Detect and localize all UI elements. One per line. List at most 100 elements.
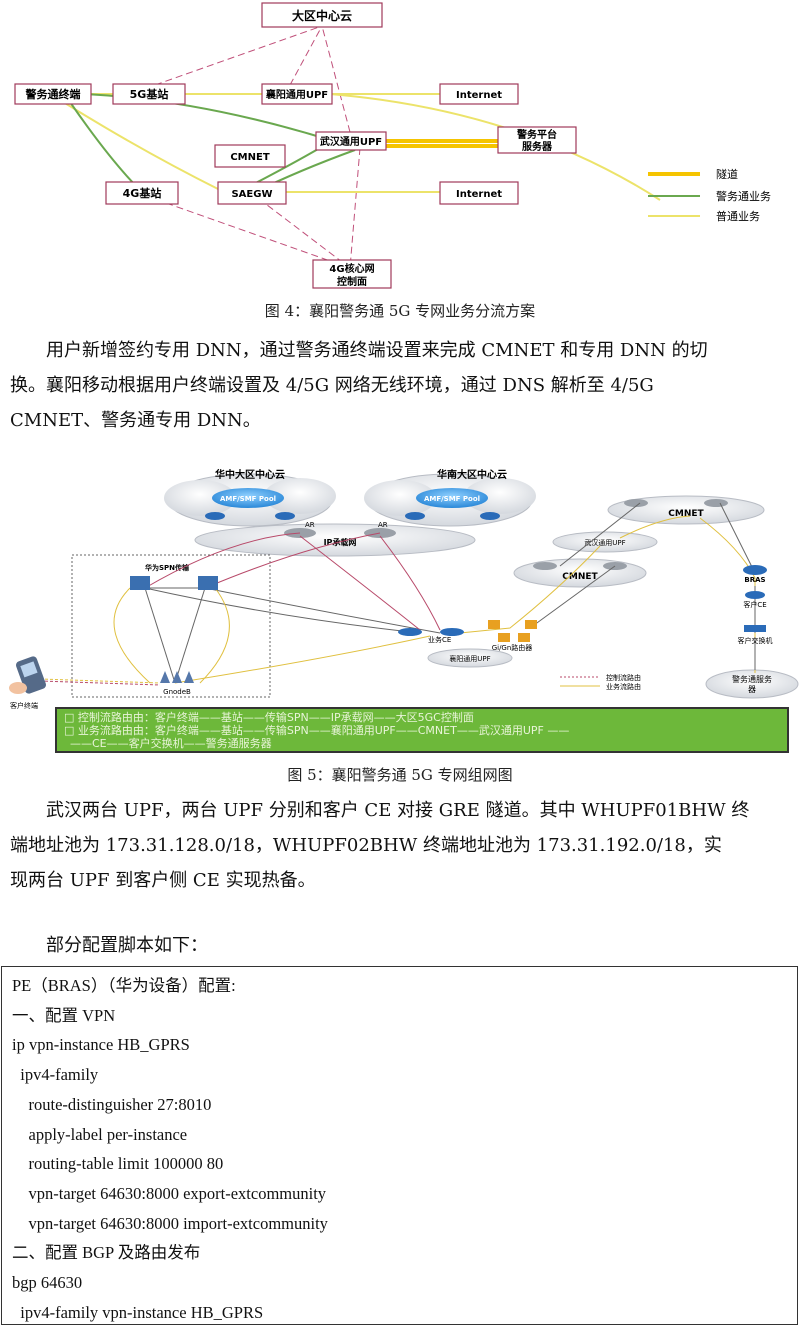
- svg-text:警务通服务: 警务通服务: [732, 674, 772, 684]
- svg-text:AR: AR: [305, 521, 315, 529]
- text-line: 武汉两台 UPF，两台 UPF 分别和客户 CE 对接 GRE 隧道。其中 WH…: [46, 800, 750, 821]
- phone-icon: [9, 656, 47, 694]
- node-wh-upf: 武汉通用UPF: [315, 131, 387, 151]
- terminal-label: 客户终端: [10, 701, 38, 710]
- svg-text:警务通终端: 警务通终端: [25, 87, 81, 101]
- bras-node: BRAS: [743, 565, 767, 584]
- svg-text:SAEGW: SAEGW: [231, 189, 272, 200]
- svg-text:业务CE: 业务CE: [428, 635, 451, 644]
- cloud-routers: [205, 512, 500, 520]
- svg-text:AMF/SMF Pool: AMF/SMF Pool: [424, 495, 480, 503]
- svg-text:4G核心网: 4G核心网: [329, 262, 374, 275]
- text-line: 端地址池为 173.31.128.0/18，WHUPF02BHW 终端地址池为 …: [10, 835, 722, 856]
- svg-text:襄阳通用UPF: 襄阳通用UPF: [265, 88, 328, 101]
- figure-4-legend: 隧道 警务通业务 普通业务: [648, 167, 771, 223]
- control-links: [134, 25, 361, 269]
- paragraph-upf: 武汉两台 UPF，两台 UPF 分别和客户 CE 对接 GRE 隧道。其中 WH…: [10, 793, 790, 898]
- svg-text:CMNET: CMNET: [230, 152, 269, 163]
- amf-pool-1: AMF/SMF Pool: [212, 488, 284, 508]
- code-line: vpn-target 64630:8000 import-extcommunit…: [12, 1213, 328, 1233]
- spn-area: [71, 554, 271, 698]
- node-4g-bs: 4G基站: [105, 181, 179, 205]
- svg-text:Internet: Internet: [456, 90, 502, 101]
- cloud-wh-upf: 武汉通用UPF: [552, 531, 658, 553]
- code-line: routing-table limit 100000 80: [12, 1154, 224, 1174]
- svg-text:隧道: 隧道: [716, 167, 738, 181]
- text-line: 换。襄阳移动根据用户终端设置及 4/5G 网络无线环境，通过 DNS 解析至 4…: [10, 375, 654, 396]
- config-script-box: PE（BRAS）（华为设备）配置: 一、配置 VPN ip vpn-instan…: [1, 966, 798, 1325]
- node-terminal: 警务通终端: [14, 83, 92, 105]
- node-xy-upf: 襄阳通用UPF: [261, 83, 333, 105]
- text-line: CMNET、警务通专用 DNN。: [10, 410, 261, 431]
- spn-label: 华为SPN传输: [145, 563, 190, 572]
- svg-text:AMF/SMF Pool: AMF/SMF Pool: [220, 495, 276, 503]
- svg-text:大区中心云: 大区中心云: [292, 8, 352, 23]
- svg-text:华中大区中心云: 华中大区中心云: [215, 468, 285, 481]
- node-4g-core: 4G核心网 控制面: [312, 259, 392, 289]
- figure-5-legend: 控制流路由 业务流路由: [560, 673, 641, 691]
- figure-4-diagram: 大区中心云 警务通终端 5G基站 襄阳通用UPF Internet CMNET …: [0, 0, 800, 296]
- text-line: 用户新增签约专用 DNN，通过警务通终端设置来完成 CMNET 和专用 DNN …: [46, 340, 708, 361]
- code-line: PE（BRAS）（华为设备）配置:: [12, 976, 236, 995]
- code-line: 一、配置 VPN: [12, 1005, 116, 1025]
- figure-4-caption: 图 4：襄阳警务通 5G 专网业务分流方案: [264, 302, 536, 320]
- cloud-cmnet-mid: CMNET: [513, 558, 647, 588]
- svg-text:——CE——客户交换机——警务通服务器: ——CE——客户交换机——警务通服务器: [70, 736, 272, 750]
- biz-ce-routers: 业务CE: [398, 628, 464, 644]
- node-5g-bs: 5G基站: [112, 83, 186, 105]
- svg-text:警务通业务: 警务通业务: [716, 189, 771, 203]
- figure-5-diagram: 华中大区中心云 华南大区中心云 AMF/SMF Pool AMF/SMF Poo…: [0, 458, 800, 758]
- cloud-xy-upf: 襄阳通用UPF: [427, 648, 513, 668]
- svg-text:4G基站: 4G基站: [123, 186, 162, 200]
- cloud-police-server: 警务通服务 器: [705, 669, 799, 699]
- route-banner: □ 控制流路由由：客户终端——基站——传输SPN——IP承载网——大区5GC控制…: [55, 707, 789, 753]
- code-line: route-distinguisher 27:8010: [12, 1094, 212, 1114]
- node-internet-1: Internet: [439, 83, 519, 105]
- figure-5-caption: 图 5：襄阳警务通 5G 专网组网图: [287, 766, 513, 784]
- code-line: ipv4-family vpn-instance HB_GPRS: [12, 1302, 264, 1322]
- code-line: ip vpn-instance HB_GPRS: [12, 1035, 190, 1055]
- svg-text:□ 控制流路由由：客户终端——基站——传输SPN——IP承: □ 控制流路由由：客户终端——基站——传输SPN——IP承载网——大区5GC控制…: [64, 710, 474, 724]
- svg-text:GnodeB: GnodeB: [163, 688, 191, 696]
- svg-text:服务器: 服务器: [522, 140, 553, 153]
- cloud-cmnet-top: CMNET: [607, 495, 765, 525]
- text-line: 现两台 UPF 到客户侧 CE 实现热备。: [10, 870, 316, 891]
- tunnel-link: [380, 139, 498, 148]
- code-line: apply-label per-instance: [12, 1124, 188, 1144]
- node-cmnet: CMNET: [214, 144, 286, 168]
- svg-text:武汉通用UPF: 武汉通用UPF: [584, 538, 625, 547]
- code-line: ipv4-family: [12, 1065, 99, 1085]
- node-saegw: SAEGW: [217, 181, 287, 205]
- svg-text:BRAS: BRAS: [744, 576, 765, 584]
- customer-switch-node: 客户交换机: [738, 625, 773, 645]
- svg-text:控制流路由: 控制流路由: [606, 673, 641, 682]
- gi-gn-router: Gi/Gn路由器: [488, 620, 537, 652]
- svg-text:5G基站: 5G基站: [130, 87, 169, 101]
- svg-text:器: 器: [748, 685, 756, 694]
- spn-routers: [130, 576, 218, 590]
- figure-5-links: [39, 502, 756, 686]
- svg-text:华南大区中心云: 华南大区中心云: [437, 468, 507, 481]
- customer-ce-node: 客户CE: [743, 591, 767, 609]
- svg-text:AR: AR: [378, 521, 388, 529]
- svg-text:客户CE: 客户CE: [743, 600, 766, 609]
- svg-text:CMNET: CMNET: [562, 572, 598, 582]
- node-internet-2: Internet: [439, 181, 519, 205]
- node-police-server: 警务平台 服务器: [497, 126, 577, 154]
- code-line: 二、配置 BGP 及路由发布: [12, 1243, 201, 1263]
- code-line: vpn-target 64630:8000 export-extcommunit…: [12, 1183, 327, 1203]
- gnodeb-node: GnodeB: [160, 671, 194, 696]
- svg-text:警务平台: 警务平台: [516, 128, 557, 141]
- svg-text:业务流路由: 业务流路由: [606, 682, 641, 691]
- node-dq-cloud: 大区中心云: [261, 2, 383, 28]
- svg-text:控制面: 控制面: [337, 275, 367, 288]
- svg-text:Internet: Internet: [456, 189, 502, 200]
- paragraph-config-intro: 部分配置脚本如下：: [46, 935, 208, 956]
- svg-text:□ 业务流路由由：客户终端——基站——传输SPN——襄阳通: □ 业务流路由由：客户终端——基站——传输SPN——襄阳通用UPF——CMNET…: [64, 723, 569, 737]
- paragraph-dnn: 用户新增签约专用 DNN，通过警务通终端设置来完成 CMNET 和专用 DNN …: [10, 333, 790, 438]
- svg-text:Gi/Gn路由器: Gi/Gn路由器: [492, 643, 533, 652]
- amf-pool-2: AMF/SMF Pool: [416, 488, 488, 508]
- cloud-ip-network: AR AR IP承载网: [194, 521, 476, 557]
- code-line: bgp 64630: [12, 1273, 83, 1293]
- svg-text:CMNET: CMNET: [668, 509, 704, 519]
